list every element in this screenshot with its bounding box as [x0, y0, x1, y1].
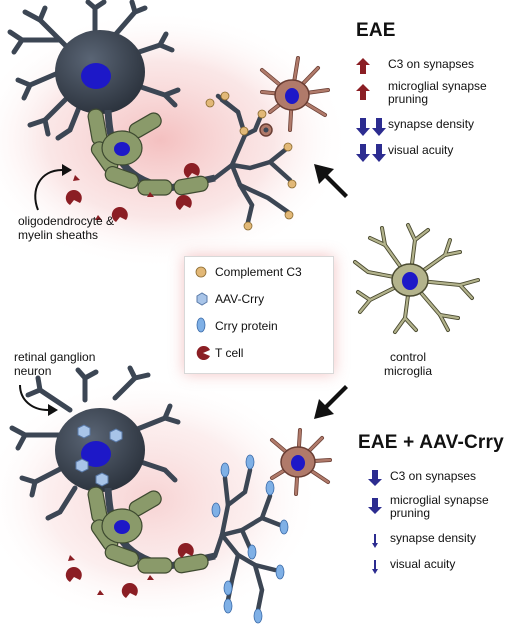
rgc-pointer-arrow [19, 384, 49, 411]
effect-text: visual acuity [388, 143, 454, 157]
legend: Complement C3 AAV-Crry Crry protein T ce… [184, 256, 334, 374]
eae-aav-crry-title: EAE + AAV-Crry [358, 432, 504, 453]
nucleus [81, 441, 111, 467]
control-microglia [353, 223, 480, 334]
arrow-up-icon [356, 58, 370, 74]
effect-row: visual acuity [368, 558, 506, 580]
control-microglia-label: control microglia [383, 350, 432, 378]
double-arrow-down-icon [356, 118, 386, 136]
oligodendrocyte-label: oligodendrocyte & myelin sheaths [18, 214, 115, 242]
t-cells-top [65, 162, 200, 222]
arrow-down-icon [368, 470, 382, 486]
retinal-ganglion-neuron-top [7, 0, 293, 225]
small-arrow-down-icon [372, 534, 378, 548]
effect-row: synapse density [356, 118, 506, 144]
effect-row: microglial synapse pruning [356, 80, 506, 118]
effect-text: synapse density [388, 117, 475, 131]
rgc-label: retinal ganglion neuron [14, 350, 96, 378]
t-cell-icon [196, 346, 210, 360]
effect-row: C3 on synapses [368, 470, 506, 494]
legend-label: AAV-Crry [215, 292, 265, 306]
nucleus [81, 63, 111, 89]
arrow-up-icon [356, 84, 370, 100]
eae-aav-effects-list: C3 on synapses microglial synapse prunin… [368, 470, 506, 580]
crry-protein-icon [196, 317, 206, 333]
eae-title: EAE [356, 20, 396, 41]
small-arrow-down-icon [372, 560, 378, 574]
effect-row: microglial synapse pruning [368, 494, 506, 532]
effect-text: visual acuity [390, 557, 456, 571]
aav-crry-icon [196, 292, 208, 306]
effect-text: microglial synapse pruning [388, 79, 487, 106]
aav-crry-in-soma [75, 424, 123, 487]
retinal-ganglion-neuron-bottom [9, 365, 283, 613]
activated-microglia-bottom [270, 428, 332, 496]
complement-c3-deposits-top [205, 91, 297, 231]
double-arrow-down-icon [356, 144, 386, 162]
effect-row: synapse density [368, 532, 506, 558]
legend-label: Complement C3 [215, 265, 302, 279]
activated-microglia-top [259, 56, 330, 137]
effect-row: C3 on synapses [356, 58, 506, 80]
eae-effects-list: C3 on synapses microglial synapse prunin… [356, 58, 506, 166]
effect-text: synapse density [390, 531, 477, 545]
effect-text: C3 on synapses [388, 57, 475, 71]
effect-text: microglial synapse pruning [390, 493, 489, 520]
t-cells-bottom [65, 542, 194, 598]
complement-c3-icon [195, 266, 207, 278]
effect-row: visual acuity [356, 144, 506, 166]
crry-protein-at-synapses [211, 454, 289, 624]
arrow-to-eae-aav [314, 385, 348, 419]
arrow-to-eae [314, 164, 348, 198]
oligo-pointer-arrow [34, 169, 63, 211]
legend-label: T cell [215, 346, 244, 360]
arrow-down-icon [368, 498, 382, 514]
effect-text: C3 on synapses [390, 469, 477, 483]
legend-label: Crry protein [215, 319, 278, 333]
